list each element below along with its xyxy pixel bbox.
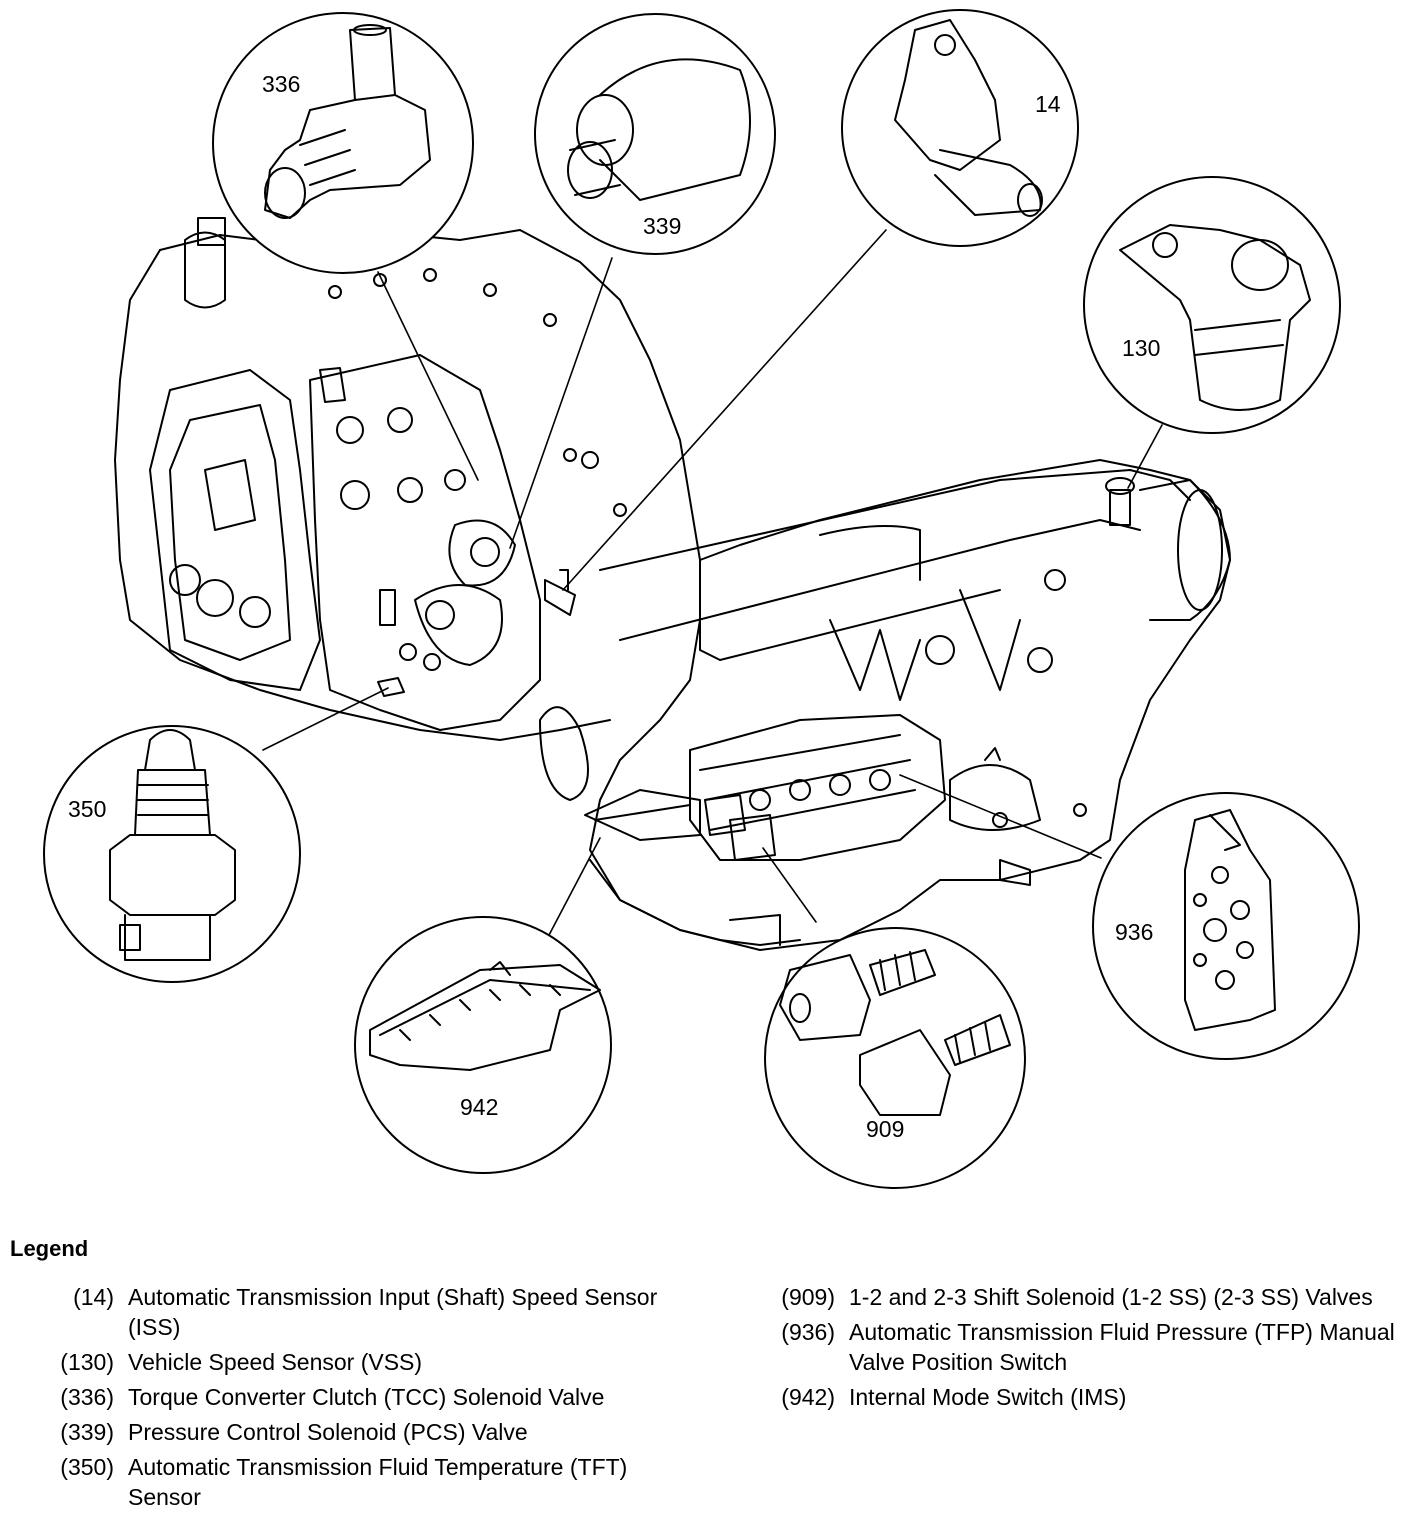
legend-item: (350) Automatic Transmission Fluid Tempe… bbox=[30, 1452, 690, 1512]
legend-item-number: (336) bbox=[60, 1384, 114, 1410]
legend-item: (130) Vehicle Speed Sensor (VSS) bbox=[30, 1347, 690, 1377]
callout-339 bbox=[534, 13, 776, 255]
legend-item: (909) 1-2 and 2-3 Shift Solenoid (1-2 SS… bbox=[755, 1282, 1405, 1312]
transmission-component-diagram: 336 339 14 130 350 942 909 936 bbox=[43, 9, 1360, 1189]
callout-labels: 336 339 14 130 350 942 909 936 bbox=[68, 71, 1160, 1142]
callout-label-936: 936 bbox=[1115, 919, 1153, 945]
callout-label-130: 130 bbox=[1122, 335, 1160, 361]
legend-item: (339) Pressure Control Solenoid (PCS) Va… bbox=[30, 1417, 690, 1447]
legend-item-number: (339) bbox=[60, 1419, 114, 1445]
callout-label-14: 14 bbox=[1035, 91, 1061, 117]
transmission-case bbox=[114, 217, 1231, 951]
callout-label-942: 942 bbox=[460, 1094, 498, 1120]
legend-item: (936) Automatic Transmission Fluid Press… bbox=[755, 1317, 1405, 1377]
legend-item-description: Automatic Transmission Fluid Temperature… bbox=[128, 1454, 628, 1510]
legend-item-description: Vehicle Speed Sensor (VSS) bbox=[128, 1349, 423, 1375]
legend-item-number: (909) bbox=[781, 1284, 835, 1310]
legend-item: (14) Automatic Transmission Input (Shaft… bbox=[30, 1282, 690, 1342]
legend-item-description: 1-2 and 2-3 Shift Solenoid (1-2 SS) (2-3… bbox=[849, 1284, 1373, 1310]
legend-item-number: (130) bbox=[60, 1349, 114, 1375]
callout-936 bbox=[1092, 792, 1360, 1060]
callout-130 bbox=[1083, 176, 1341, 434]
callout-336 bbox=[212, 12, 474, 274]
legend-item-number: (350) bbox=[60, 1454, 114, 1480]
callout-label-909: 909 bbox=[866, 1116, 904, 1142]
callout-909 bbox=[764, 927, 1026, 1189]
callout-label-339: 339 bbox=[643, 213, 681, 239]
leader-lines bbox=[262, 229, 1163, 938]
callout-942 bbox=[354, 916, 612, 1174]
legend-item: (336) Torque Converter Clutch (TCC) Sole… bbox=[30, 1382, 690, 1412]
callout-14 bbox=[841, 9, 1079, 247]
legend-item-description: Pressure Control Solenoid (PCS) Valve bbox=[128, 1419, 528, 1445]
callout-label-336: 336 bbox=[262, 71, 300, 97]
legend-item-description: Automatic Transmission Input (Shaft) Spe… bbox=[128, 1284, 658, 1340]
legend-item-number: (936) bbox=[781, 1319, 835, 1345]
legend-item-description: Automatic Transmission Fluid Pressure (T… bbox=[849, 1319, 1395, 1375]
legend-item: (942) Internal Mode Switch (IMS) bbox=[755, 1382, 1405, 1412]
legend-title: Legend bbox=[10, 1236, 89, 1261]
legend-column-left: (14) Automatic Transmission Input (Shaft… bbox=[30, 1282, 690, 1517]
legend-item-description: Internal Mode Switch (IMS) bbox=[849, 1384, 1127, 1410]
legend-item-number: (14) bbox=[73, 1284, 114, 1310]
legend-item-number: (942) bbox=[781, 1384, 835, 1410]
callout-label-350: 350 bbox=[68, 796, 106, 822]
callout-350 bbox=[43, 725, 301, 983]
legend-item-description: Torque Converter Clutch (TCC) Solenoid V… bbox=[128, 1384, 605, 1410]
legend-column-right: (909) 1-2 and 2-3 Shift Solenoid (1-2 SS… bbox=[755, 1282, 1405, 1417]
